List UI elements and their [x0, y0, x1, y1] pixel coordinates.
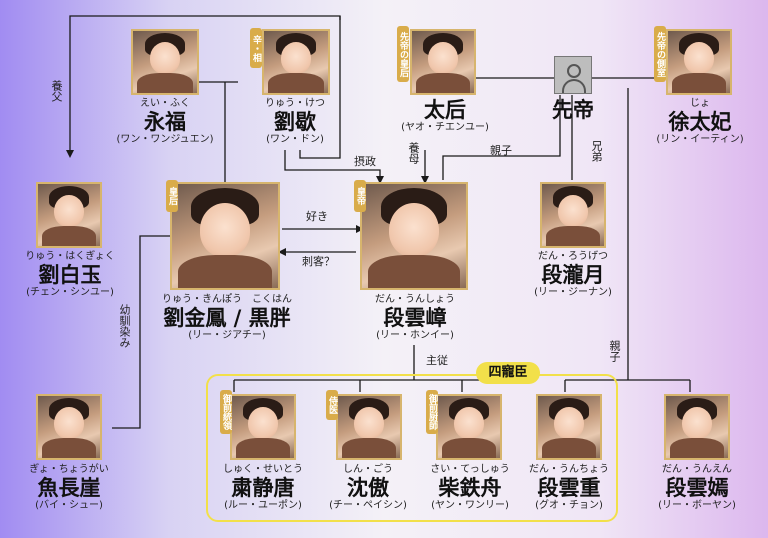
actor: (ワン・ワンジュエン) — [116, 134, 214, 145]
tag-danunsho: 皇帝 — [354, 180, 366, 212]
actor: (チー・ペイシン) — [329, 500, 407, 511]
kanji: 徐太妃 — [668, 109, 732, 134]
portrait-danunsho — [360, 182, 468, 290]
actor: (チェン・シンユー) — [26, 287, 114, 298]
portrait-ryuhakugyoku — [36, 182, 102, 248]
name-ryuhakugyoku: りゅう・はくぎょく 劉白玉 (チェン・シンユー) — [14, 251, 126, 299]
portrait-gyochogai — [36, 394, 102, 460]
portrait-eifuku — [131, 29, 199, 95]
tag-ryukinpo: 皇后 — [166, 180, 178, 212]
actor: (リン・イーティン) — [656, 134, 744, 145]
portrait-shingo — [336, 394, 402, 460]
portrait-danrogetsu — [540, 182, 606, 248]
kana: じょ — [690, 98, 710, 109]
kanji: 永福 — [144, 109, 186, 134]
relation-youbo: 養母 — [407, 142, 420, 164]
name-shukuseito: しゅく・せいとう 粛静唐 (ルー・ユーポン) — [212, 464, 314, 512]
relation-sessei: 摂政 — [354, 155, 376, 168]
kana: ぎょ・ちょうがい — [29, 464, 109, 475]
name-ryukinpo: りゅう・きんぽう こくはん 劉金鳳 / 黒胖 (リー・ジアチー) — [160, 294, 294, 342]
kana: しゅく・せいとう — [223, 464, 303, 475]
relation-shinshi-1: 親子 — [490, 144, 512, 157]
kanji: 劉金鳳 / 黒胖 — [163, 305, 291, 330]
actor: (リー・ボーヤン) — [658, 500, 736, 511]
tag-ryuketsu: 辛・相 — [250, 28, 262, 68]
kanji: 段雲重 — [537, 475, 601, 500]
tag-jotaihi: 先帝の側室 — [654, 26, 666, 82]
relation-suki: 好き — [306, 210, 328, 223]
kanji: 段瀧月 — [541, 262, 605, 287]
kana: だん・うんえん — [662, 464, 732, 475]
relation-shinshi-2: 親子 — [608, 340, 621, 362]
kanji: 魚長崖 — [37, 475, 101, 500]
name-eifuku: えい・ふく 永福 (ワン・ワンジュエン) — [115, 98, 215, 146]
relation-osananajimi: 幼馴染み — [118, 304, 131, 348]
kanji: 段雲嶂 — [383, 305, 447, 330]
relation-shuju: 主従 — [426, 354, 448, 367]
kanji: 太后 — [424, 97, 466, 122]
kanji: 柴鉄舟 — [438, 475, 502, 500]
name-danunsho: だん・うんしょう 段雲嶂 (リー・ホンイー) — [360, 294, 470, 342]
portrait-danuncho — [536, 394, 602, 460]
four-favorites-group — [206, 374, 618, 522]
name-sentei: 先帝 — [540, 98, 606, 122]
kana: りゅう・きんぽう こくはん — [162, 294, 292, 305]
name-danrogetsu: だん・ろうげつ 段瀧月 (リー・ジーナン) — [520, 251, 626, 299]
kanji: 劉歇 — [274, 109, 316, 134]
name-danunen: だん・うんえん 段雲嫣 (リー・ボーヤン) — [642, 464, 752, 512]
kana: えい・ふく — [140, 98, 190, 109]
kana: さい・てっしゅう — [430, 464, 510, 475]
kanji: 先帝 — [552, 97, 594, 122]
kanji: 劉白玉 — [38, 262, 102, 287]
name-gyochogai: ぎょ・ちょうがい 魚長崖 (バイ・シュー) — [16, 464, 122, 512]
portrait-taigo — [410, 29, 476, 95]
group-title: 四寵臣 — [476, 362, 540, 384]
portrait-ryukinpo — [170, 182, 280, 290]
portrait-danunen — [664, 394, 730, 460]
name-saitesshu: さい・てっしゅう 柴鉄舟 (ヤン・ワンリー) — [418, 464, 522, 512]
portrait-shukuseito — [230, 394, 296, 460]
kana: だん・ろうげつ — [538, 251, 608, 262]
actor: (グオ・チョン) — [535, 500, 603, 511]
tag-shukuseito: 御前統領 — [220, 390, 232, 434]
name-ryuketsu: りゅう・けつ 劉歇 (ワン・ドン) — [240, 98, 350, 146]
kana: りゅう・けつ — [265, 98, 325, 109]
actor: (ルー・ユーポン) — [224, 500, 302, 511]
kanji: 沈傲 — [347, 475, 389, 500]
kanji: 段雲嫣 — [665, 475, 729, 500]
kana: だん・うんしょう — [375, 294, 455, 305]
name-danuncho: だん・うんちょう 段雲重 (グオ・チョン) — [516, 464, 622, 512]
portrait-saitesshu — [436, 394, 502, 460]
actor: (ヤオ・チエンユー) — [401, 122, 489, 133]
name-jotaihi: じょ 徐太妃 (リン・イーティン) — [640, 98, 760, 146]
actor: (リー・ジアチー) — [188, 330, 266, 341]
tag-saitesshu: 御前厨師 — [426, 390, 438, 434]
name-taigo: 太后 (ヤオ・チエンユー) — [390, 98, 500, 134]
kanji: 粛静唐 — [231, 475, 295, 500]
portrait-jotaihi — [666, 29, 732, 95]
tag-shingo: 侍医 — [326, 390, 338, 420]
kana: しん・ごう — [343, 464, 393, 475]
actor: (ヤン・ワンリー) — [431, 500, 509, 511]
relation-kyodai: 兄弟 — [590, 140, 603, 162]
actor: (ワン・ドン) — [266, 134, 324, 145]
actor: (リー・ジーナン) — [534, 287, 612, 298]
portrait-ryuketsu — [262, 29, 330, 95]
actor: (リー・ホンイー) — [376, 330, 454, 341]
relation-shikaku: 刺客？ — [302, 255, 335, 268]
relation-youfu: 養父 — [50, 80, 63, 102]
actor: (バイ・シュー) — [35, 500, 103, 511]
kana: りゅう・はくぎょく — [25, 251, 115, 262]
name-shingo: しん・ごう 沈傲 (チー・ペイシン) — [316, 464, 420, 512]
silhouette-icon — [554, 56, 592, 94]
kana: だん・うんちょう — [529, 464, 609, 475]
tag-taigo: 先帝の皇后 — [397, 26, 409, 82]
